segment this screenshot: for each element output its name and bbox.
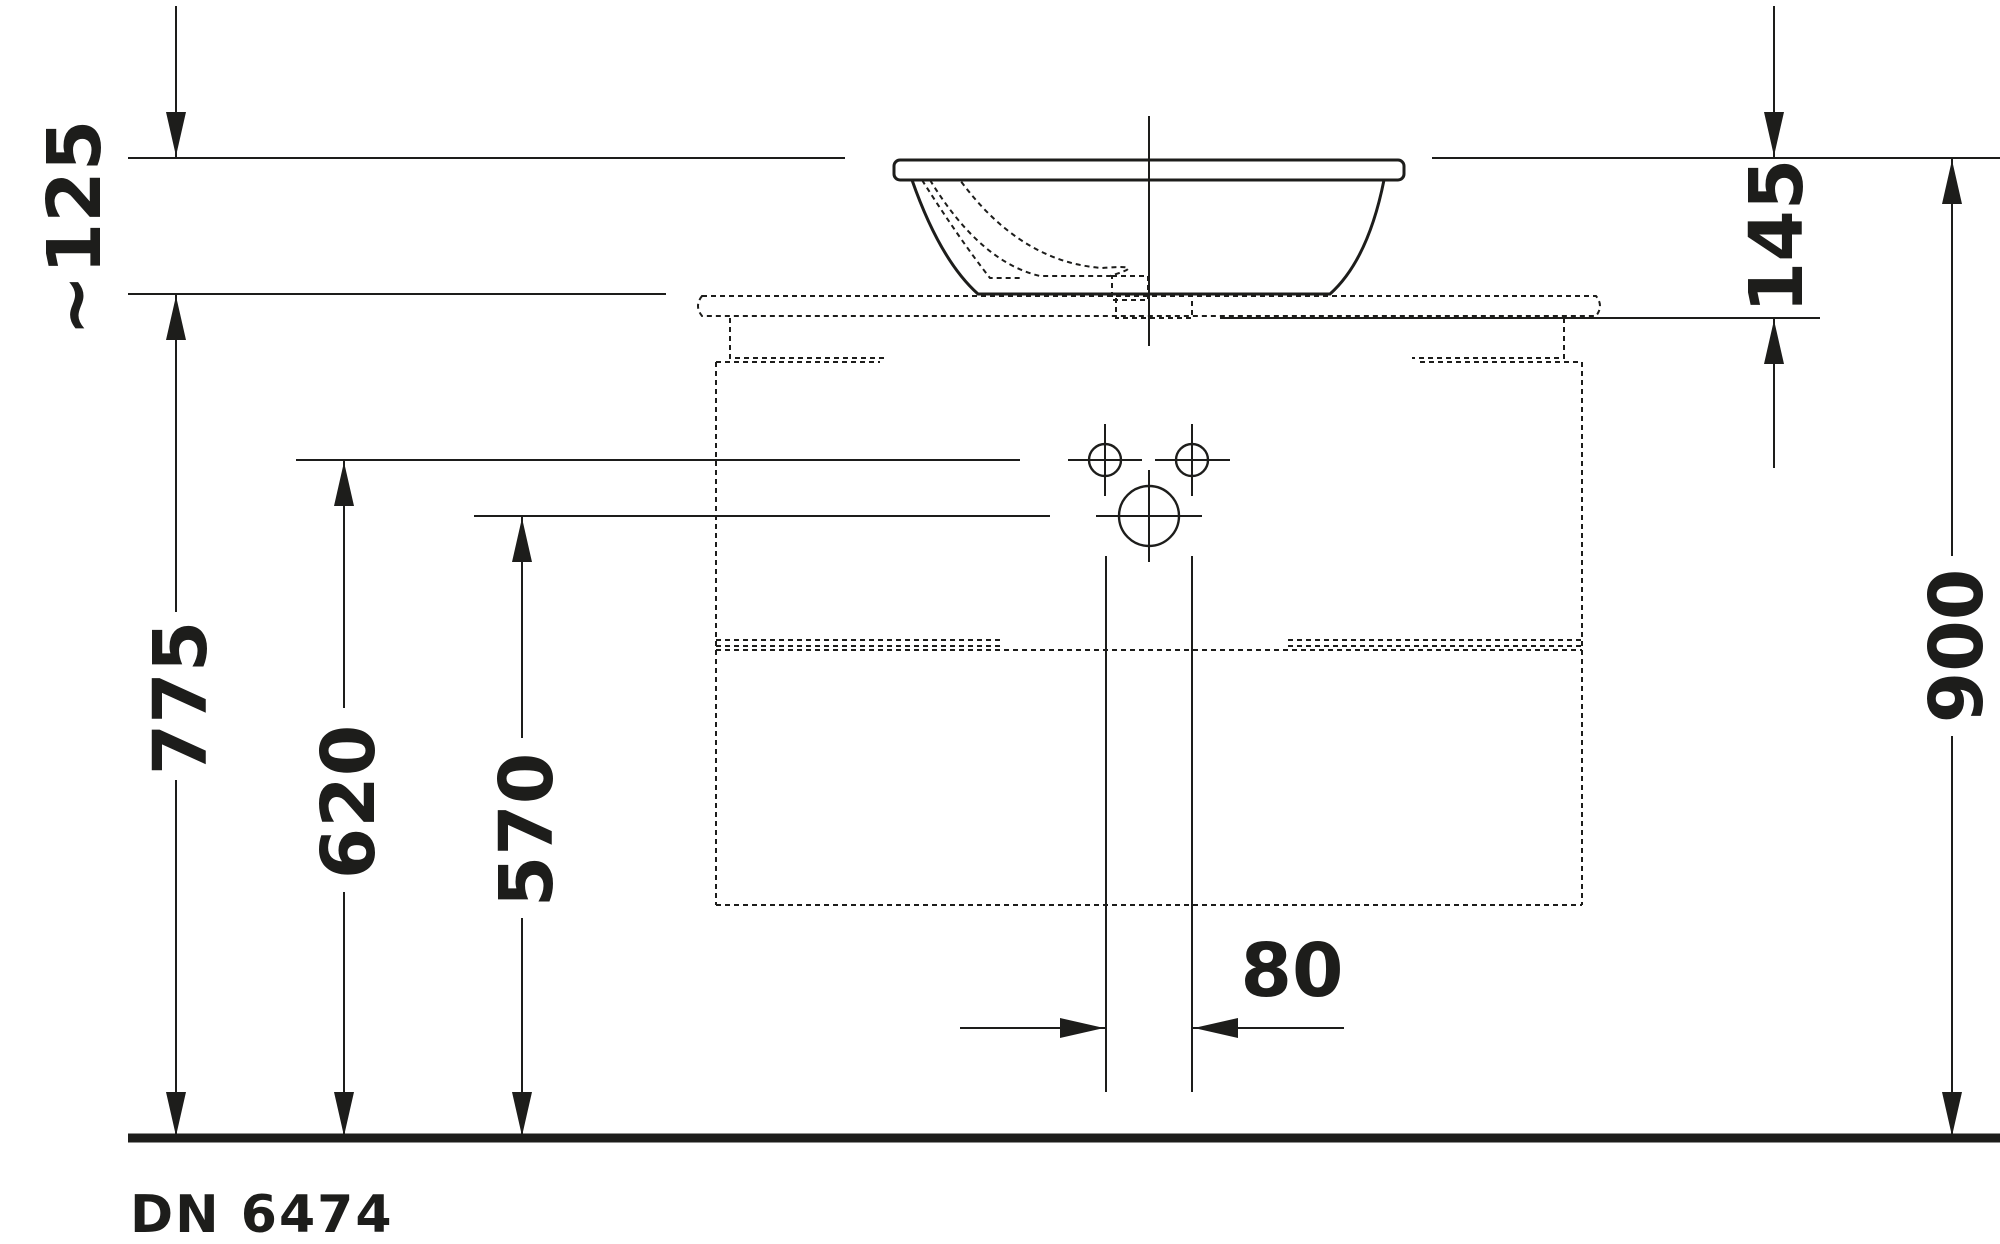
dimension-620 bbox=[334, 460, 354, 1138]
dimension-775 bbox=[166, 294, 186, 1138]
label-900: 900 bbox=[1914, 569, 2000, 723]
label-80: 80 bbox=[1241, 928, 1344, 1014]
label-620: 620 bbox=[306, 725, 392, 879]
label-775: 775 bbox=[138, 621, 224, 775]
dimension-570 bbox=[512, 516, 532, 1138]
dimension-125 bbox=[166, 6, 186, 158]
dimension-900 bbox=[1942, 158, 1962, 1138]
label-145: 145 bbox=[1734, 159, 1820, 313]
label-125: ~125 bbox=[32, 120, 118, 336]
dimension-80 bbox=[960, 1018, 1344, 1038]
product-code: DN 6474 bbox=[130, 1185, 394, 1244]
wall-connections bbox=[1068, 424, 1230, 1092]
reference-lines bbox=[128, 157, 2000, 517]
label-570: 570 bbox=[484, 753, 570, 907]
vanity-unit bbox=[697, 295, 1601, 906]
dimension-145 bbox=[1764, 6, 1784, 468]
